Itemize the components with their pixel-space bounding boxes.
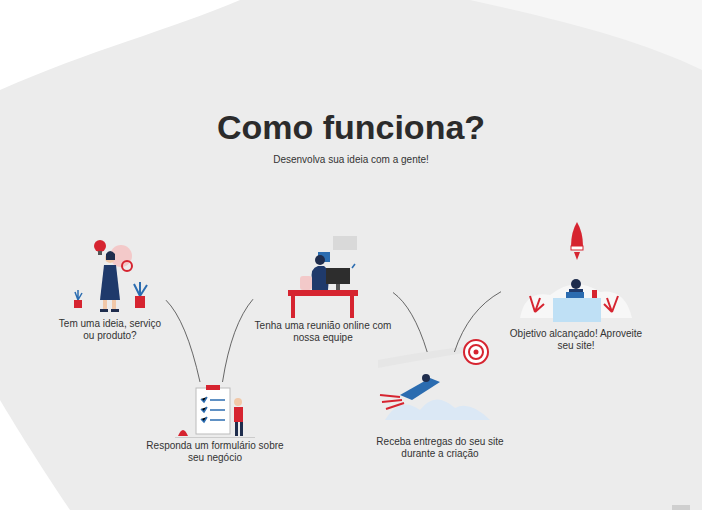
connector-line xyxy=(393,292,427,352)
step-label: Tenha uma reunião online com nossa equip… xyxy=(253,320,393,344)
idea-figure xyxy=(74,240,147,312)
step-node: Objetivo alcançado! Aproveite seu site! xyxy=(501,218,651,352)
connector-line xyxy=(454,292,501,352)
connector-line xyxy=(223,299,254,382)
step-node: Tenha uma reunião online com nossa equip… xyxy=(253,232,393,344)
step-label: Responda um formulário sobre seu negócio xyxy=(140,440,290,464)
step-node: Tem uma ideia, serviço ou produto? xyxy=(54,232,166,342)
step-node: Responda um formulário sobre seu negócio xyxy=(140,382,290,464)
step-label: Receba entregas do seu site durante a cr… xyxy=(360,436,520,460)
step-connector xyxy=(454,292,501,352)
delivery-figure xyxy=(378,340,490,420)
step-label: Objetivo alcançado! Aproveite seu site! xyxy=(501,328,651,352)
step-connector xyxy=(393,292,427,352)
page-title: Como funciona? xyxy=(0,108,702,147)
meeting-figure xyxy=(288,236,358,318)
step-node: Receba entregas do seu site durante a cr… xyxy=(360,352,520,460)
success-figure xyxy=(520,222,632,322)
step-connector xyxy=(223,299,254,382)
step-connector xyxy=(166,300,200,382)
connector-line xyxy=(166,300,200,382)
form-figure xyxy=(175,385,255,438)
step-label: Tem uma ideia, serviço ou produto? xyxy=(54,318,166,342)
subtitle: Desenvolva sua ideia com a gente! xyxy=(0,154,702,165)
